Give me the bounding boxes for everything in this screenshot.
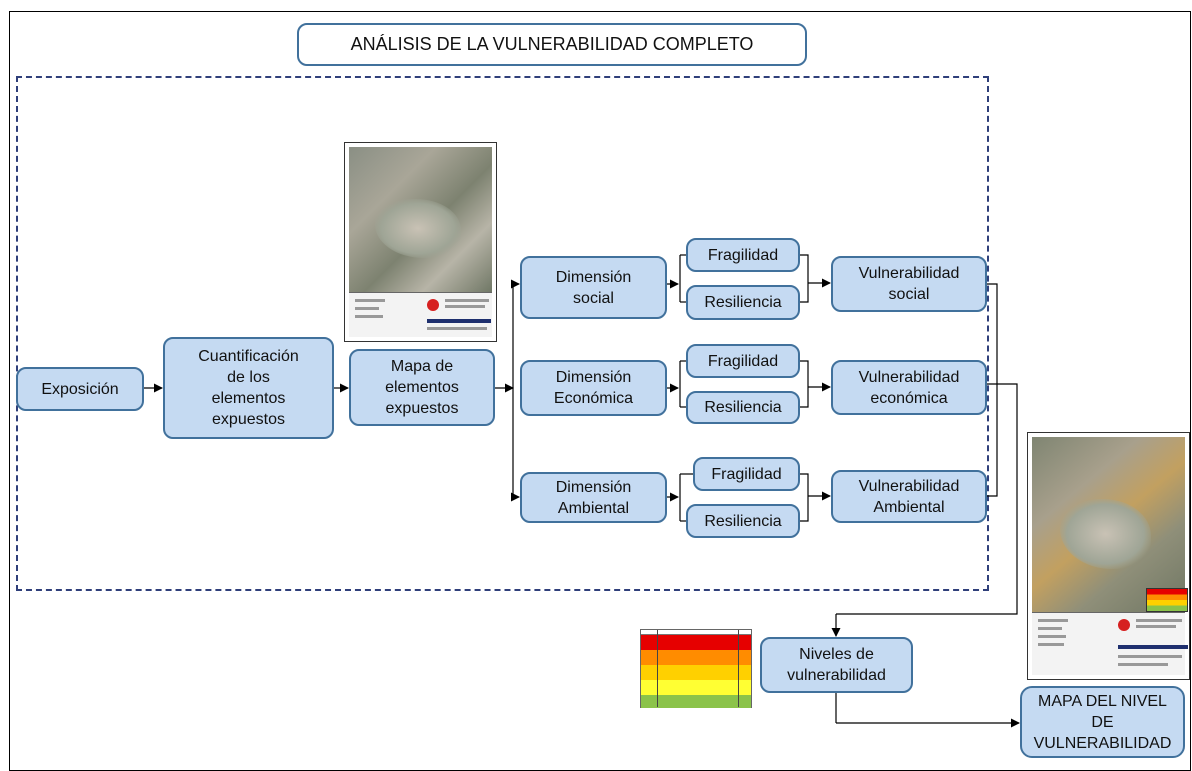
vulnerabilidad-ambiental-box: Vulnerabilidad Ambiental — [831, 470, 987, 523]
fragilidad-social-box: Fragilidad — [686, 238, 800, 272]
connector — [800, 254, 809, 303]
mapa-nivel-vulnerabilidad-box: MAPA DEL NIVEL DE VULNERABILIDAD — [1020, 686, 1185, 758]
table-row — [641, 680, 751, 695]
diagram-title: ANÁLISIS DE LA VULNERABILIDAD COMPLETO — [297, 23, 807, 66]
analysis-region — [16, 76, 989, 591]
connector — [836, 383, 1018, 615]
fragilidad-ambiental-box: Fragilidad — [693, 457, 800, 491]
cuantificacion-box: Cuantificación de los elementos expuesto… — [163, 337, 334, 439]
fragilidad-economica-box: Fragilidad — [686, 344, 800, 378]
table-row — [641, 635, 751, 650]
map-thumbnail-vulnerabilidad — [1027, 432, 1190, 680]
map-thumbnail-elementos — [344, 142, 497, 342]
connector — [987, 283, 998, 497]
connector — [800, 360, 809, 408]
table-row — [641, 695, 751, 708]
niveles-vulnerabilidad-box: Niveles de vulnerabilidad — [760, 637, 913, 693]
dimension-economica-box: Dimensión Económica — [520, 360, 667, 416]
mapa-elementos-box: Mapa de elementos expuestos — [349, 349, 495, 426]
table-row — [641, 630, 751, 635]
vulnerabilidad-social-box: Vulnerabilidad social — [831, 256, 987, 312]
connector — [800, 473, 809, 522]
vulnerability-level-table — [640, 629, 752, 708]
exposicion-box: Exposición — [16, 367, 144, 411]
dimension-social-box: Dimensión social — [520, 256, 667, 319]
dimension-ambiental-box: Dimensión Ambiental — [520, 472, 667, 523]
vulnerabilidad-economica-box: Vulnerabilidad económica — [831, 360, 987, 415]
resiliencia-social-box: Resiliencia — [686, 285, 800, 320]
resiliencia-economica-box: Resiliencia — [686, 391, 800, 424]
resiliencia-ambiental-box: Resiliencia — [686, 504, 800, 538]
table-row — [641, 665, 751, 680]
table-row — [641, 650, 751, 665]
